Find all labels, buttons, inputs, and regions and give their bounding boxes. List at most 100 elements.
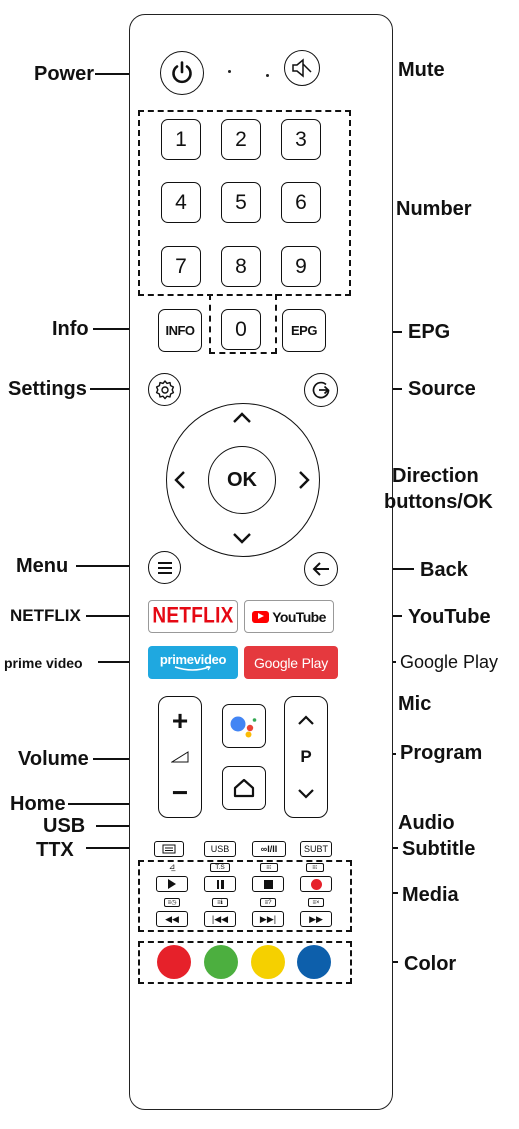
rewind-button[interactable]: ◀◀: [156, 911, 188, 927]
callout-number: Number: [396, 198, 472, 220]
youtube-logo-icon: [252, 610, 270, 623]
mute-button[interactable]: [284, 50, 320, 86]
callout-menu: Menu: [16, 555, 69, 577]
gear-icon: [155, 379, 174, 399]
home-button[interactable]: [222, 766, 266, 810]
stop-button[interactable]: [252, 876, 284, 892]
callout-media: Media: [402, 884, 459, 906]
number-5-key[interactable]: 5: [221, 182, 261, 223]
up-arrow-button[interactable]: [230, 410, 254, 426]
yellow-key[interactable]: [251, 945, 285, 979]
record-icon: [310, 878, 322, 890]
menu-button[interactable]: [148, 551, 181, 584]
picture-mode-icon: ⊿̲: [168, 862, 176, 871]
volume-down-button[interactable]: −: [171, 777, 189, 808]
skip-previous-icon: |◀◀: [211, 913, 229, 924]
back-button[interactable]: [304, 552, 338, 586]
right-arrow-button[interactable]: [296, 468, 312, 492]
number-2-key[interactable]: 2: [221, 119, 261, 160]
next-button[interactable]: ▶▶|: [252, 911, 284, 927]
callout-home: Home: [10, 793, 66, 815]
play-button[interactable]: [156, 876, 188, 892]
callout-power: Power: [34, 63, 95, 85]
media-keys-outline: [138, 860, 352, 932]
schedule-icon: ≡◷: [164, 898, 180, 907]
blue-key[interactable]: [297, 945, 331, 979]
callout-google-play: Google Play: [400, 652, 499, 672]
callout-mute: Mute: [398, 59, 445, 81]
youtube-button[interactable]: YouTube: [244, 600, 334, 633]
callout-netflix: NETFLIX: [10, 606, 81, 625]
timeshift-label: T.S: [210, 863, 230, 872]
number-7-key[interactable]: 7: [161, 246, 201, 287]
number-6-key[interactable]: 6: [281, 182, 321, 223]
fast-forward-button[interactable]: ▶▶: [300, 911, 332, 927]
number-3-key[interactable]: 3: [281, 119, 321, 160]
callout-source: Source: [408, 378, 476, 400]
callout-back: Back: [420, 559, 468, 581]
power-button[interactable]: [160, 51, 204, 95]
youtube-logo-text: YouTube: [272, 608, 326, 625]
callout-usb: USB: [43, 815, 86, 837]
skip-next-icon: ▶▶|: [259, 913, 277, 924]
zero-key-outline: [209, 294, 277, 354]
fast-forward-icon: ▶▶: [309, 913, 323, 924]
back-arrow-icon: [312, 562, 329, 576]
program-p-label: P: [300, 747, 312, 766]
stop-icon: [263, 879, 273, 889]
audio-button[interactable]: ∞I/II: [252, 841, 286, 857]
google-assistant-icon: [230, 716, 257, 738]
red-key[interactable]: [157, 945, 191, 979]
callout-mic: Mic: [398, 693, 432, 715]
epg-button[interactable]: EPG: [282, 309, 326, 352]
program-down-button[interactable]: [296, 787, 316, 801]
subtitle-button[interactable]: SUBT: [300, 841, 332, 857]
number-8-key[interactable]: 8: [221, 246, 261, 287]
usb-button[interactable]: USB: [204, 841, 236, 857]
green-key[interactable]: [204, 945, 238, 979]
mic-button[interactable]: [222, 704, 266, 748]
callout-direction-ok: buttons/OK: [384, 491, 493, 513]
list-cancel-icon: ≡×: [308, 898, 324, 907]
play-icon: [168, 879, 176, 889]
prime-smile-icon: [174, 666, 211, 671]
prime-video-button[interactable]: primevideo: [148, 646, 238, 679]
netflix-logo: NETFLIX: [152, 603, 234, 628]
prime-video-logo: primevideo: [159, 652, 227, 667]
ttx-button[interactable]: [154, 841, 184, 857]
info-button[interactable]: INFO: [158, 309, 202, 352]
left-arrow-button[interactable]: [172, 468, 188, 492]
teletext-icon: [162, 844, 176, 854]
list-info-icon: ≡ℹ: [212, 898, 228, 907]
callout-subtitle: Subtitle: [402, 838, 476, 860]
number-4-key[interactable]: 4: [161, 182, 201, 223]
rewind-icon: ◀◀: [165, 913, 179, 924]
netflix-button[interactable]: NETFLIX: [148, 600, 238, 633]
home-icon: [233, 778, 255, 798]
callout-audio: Audio: [398, 812, 455, 834]
number-1-key[interactable]: 1: [161, 119, 201, 160]
source-button[interactable]: [304, 373, 338, 407]
record-button[interactable]: [300, 876, 332, 892]
callout-volume: Volume: [18, 748, 89, 770]
info-list-icon: ≡⁝: [260, 863, 278, 872]
record-list-icon: ≡⁝: [306, 863, 324, 872]
settings-button[interactable]: [148, 373, 181, 406]
volume-rocker: + −: [158, 696, 202, 818]
google-play-label: Google Play: [253, 654, 329, 671]
previous-button[interactable]: |◀◀: [204, 911, 236, 927]
number-0-key[interactable]: 0: [221, 309, 261, 350]
google-play-button[interactable]: Google Play: [244, 646, 338, 679]
pause-button[interactable]: [204, 876, 236, 892]
callout-prime-video: prime video: [4, 655, 83, 671]
callout-settings: Settings: [8, 378, 87, 400]
program-up-button[interactable]: [296, 713, 316, 727]
ok-button[interactable]: OK: [208, 446, 276, 514]
volume-up-button[interactable]: +: [171, 705, 189, 736]
pause-icon: [216, 879, 219, 889]
source-input-icon: [312, 381, 330, 399]
number-9-key[interactable]: 9: [281, 246, 321, 287]
callout-youtube: YouTube: [408, 606, 491, 628]
down-arrow-button[interactable]: [230, 530, 254, 546]
